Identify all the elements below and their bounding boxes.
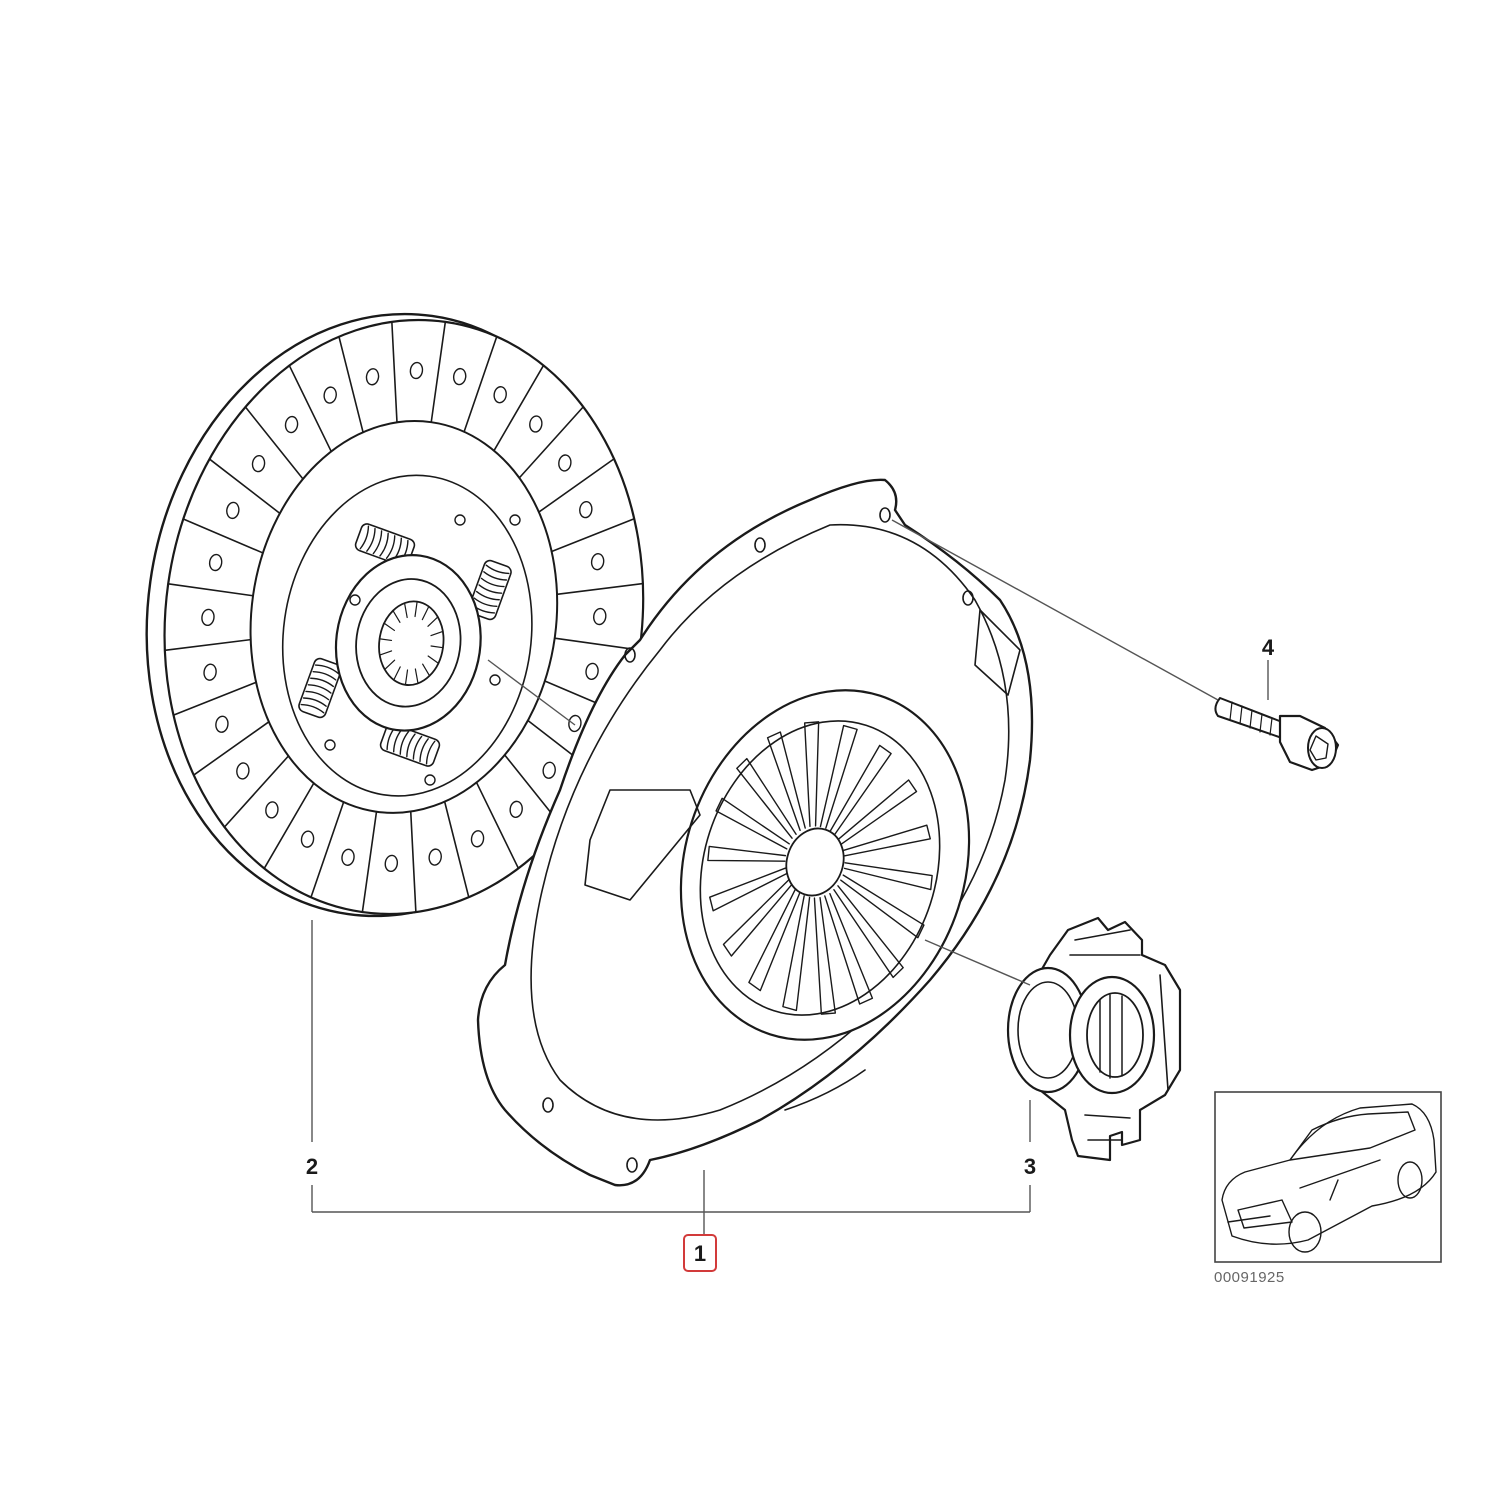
bolt-icon[interactable] bbox=[1214, 697, 1340, 772]
vehicle-thumbnail bbox=[1214, 1091, 1442, 1263]
callout-part-1[interactable]: 1 bbox=[694, 1241, 706, 1266]
callout-part-4[interactable]: 4 bbox=[1262, 635, 1275, 660]
leader-lines bbox=[311, 519, 1269, 1236]
clutch-disc-icon[interactable] bbox=[108, 282, 681, 947]
release-bearing-icon[interactable] bbox=[1006, 916, 1182, 1162]
callout-part-2[interactable]: 2 bbox=[306, 1154, 318, 1179]
pressure-plate-icon[interactable] bbox=[476, 478, 1034, 1187]
callout-part-1-highlight bbox=[683, 1234, 717, 1272]
callout-part-3[interactable]: 3 bbox=[1024, 1154, 1036, 1179]
car-icon bbox=[1221, 1103, 1437, 1253]
diagram-reference-number: 00091925 bbox=[1214, 1269, 1285, 1286]
